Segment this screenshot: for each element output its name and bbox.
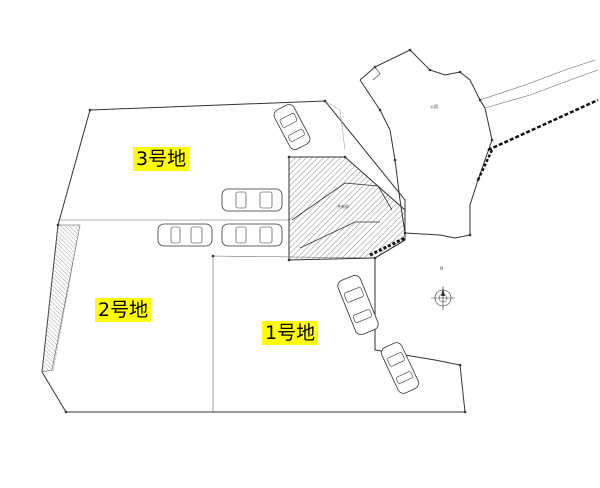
car-2b bbox=[221, 223, 283, 247]
car-1a bbox=[337, 275, 379, 335]
lot-1-label: 1号地 bbox=[262, 321, 319, 345]
car-3a bbox=[221, 188, 283, 212]
lot-2-label: 2号地 bbox=[95, 298, 152, 322]
north-label: N bbox=[440, 266, 443, 271]
car-2a bbox=[157, 223, 213, 247]
car-3-angled bbox=[273, 104, 311, 150]
west-hatched-strip bbox=[41, 224, 81, 373]
survey-markers bbox=[56, 48, 494, 414]
lot-3-label: 3号地 bbox=[133, 147, 190, 171]
shared-driveway-label: 共有部 bbox=[337, 204, 349, 209]
car-1b bbox=[381, 342, 419, 394]
compass-icon bbox=[431, 286, 455, 310]
park-label: 公園 bbox=[430, 104, 438, 109]
park-boundary bbox=[359, 49, 493, 239]
